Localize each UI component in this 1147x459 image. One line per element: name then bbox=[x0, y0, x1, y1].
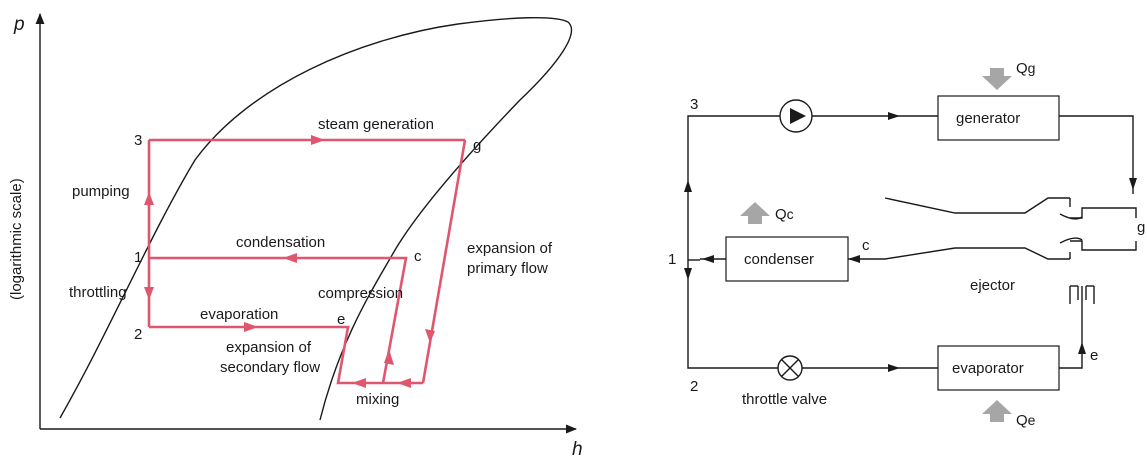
mixing-arrow-left bbox=[352, 378, 366, 388]
arrow-up-e bbox=[1078, 342, 1086, 354]
heat-label-qe: Qe bbox=[1016, 412, 1036, 429]
arrow-to-generator bbox=[888, 112, 900, 120]
label-condensation: condensation bbox=[236, 234, 325, 251]
label-mixing: mixing bbox=[356, 391, 399, 408]
label-pumping: pumping bbox=[72, 183, 130, 200]
line-generator-ejector bbox=[1059, 115, 1134, 194]
line-left-top bbox=[687, 115, 780, 260]
node-2: 2 bbox=[690, 378, 698, 395]
label-expansion-primary-2: primary flow bbox=[467, 260, 548, 277]
label-expansion-primary-1: expansion of bbox=[467, 240, 553, 257]
steam-gen-arrow bbox=[311, 135, 325, 145]
evaporator-label: evaporator bbox=[952, 360, 1024, 377]
condenser-label: condenser bbox=[744, 251, 814, 268]
expansion-arrow bbox=[425, 329, 435, 343]
expansion-primary-line bbox=[421, 139, 467, 384]
node-e: e bbox=[1090, 347, 1098, 364]
heat-arrow-icon-qe bbox=[982, 400, 1012, 422]
mixing-arrow-right bbox=[397, 378, 411, 388]
node-3: 3 bbox=[690, 96, 698, 113]
arrow-to-1 bbox=[702, 255, 714, 263]
point-e: e bbox=[337, 311, 345, 328]
node-g: g bbox=[1137, 219, 1145, 236]
heat-label-qg: Qg bbox=[1016, 60, 1035, 77]
point-2: 2 bbox=[134, 326, 142, 343]
y-axis-symbol: p bbox=[13, 14, 25, 35]
arrow-to-condenser bbox=[848, 255, 860, 263]
ejector-icon bbox=[884, 197, 1137, 304]
label-expansion-secondary-2: secondary flow bbox=[220, 359, 320, 376]
ejector-label: ejector bbox=[970, 277, 1015, 294]
generator-box bbox=[937, 95, 1060, 141]
ejector-cycle-schematic: generator condenser evaporator ejector t… bbox=[668, 60, 1145, 429]
point-c: c bbox=[414, 248, 422, 265]
y-axis-note: (logarithmic scale) bbox=[8, 178, 25, 300]
pumping-arrow bbox=[144, 192, 154, 205]
arrow-to-evaporator bbox=[888, 364, 900, 372]
mixing-evaporation-line bbox=[149, 325, 423, 385]
ph-diagram: p h (logarithmic scale) 3 1 2 g bbox=[8, 12, 583, 459]
label-steam-generation: steam generation bbox=[318, 116, 434, 133]
x-axis-symbol: h bbox=[572, 439, 583, 459]
condenser-box bbox=[725, 236, 849, 282]
throttle-valve-label: throttle valve bbox=[742, 391, 827, 408]
label-throttling: throttling bbox=[69, 284, 127, 301]
generator-label: generator bbox=[956, 110, 1020, 127]
saturation-dome bbox=[59, 16, 573, 421]
line-evaporator-ejector bbox=[1059, 286, 1083, 369]
label-compression: compression bbox=[318, 285, 403, 302]
throttling-arrow bbox=[144, 287, 154, 300]
point-g: g bbox=[473, 137, 481, 154]
evaporation-arrow bbox=[244, 322, 258, 332]
arrow-left-up bbox=[684, 180, 692, 192]
thermodynamic-cycle bbox=[144, 135, 467, 388]
arrow-left-down bbox=[684, 268, 692, 280]
evaporator-box bbox=[937, 345, 1060, 391]
pump-icon bbox=[779, 99, 813, 133]
node-c: c bbox=[862, 237, 870, 254]
label-expansion-secondary-1: expansion of bbox=[226, 339, 312, 356]
label-evaporation: evaporation bbox=[200, 306, 278, 323]
point-3: 3 bbox=[134, 132, 142, 149]
heat-arrow-icon-qc bbox=[740, 202, 770, 224]
heat-arrow-icon-qg bbox=[982, 68, 1012, 90]
point-1: 1 bbox=[134, 249, 142, 266]
heat-label-qc: Qc bbox=[775, 206, 794, 223]
arrow-down-g bbox=[1129, 178, 1137, 190]
condensation-arrow bbox=[283, 253, 297, 263]
line-left-bottom bbox=[687, 260, 778, 369]
node-1: 1 bbox=[668, 251, 676, 268]
compression-arrow bbox=[384, 349, 394, 365]
throttle-valve-icon bbox=[777, 355, 803, 381]
compression-condensation-line bbox=[149, 256, 408, 384]
